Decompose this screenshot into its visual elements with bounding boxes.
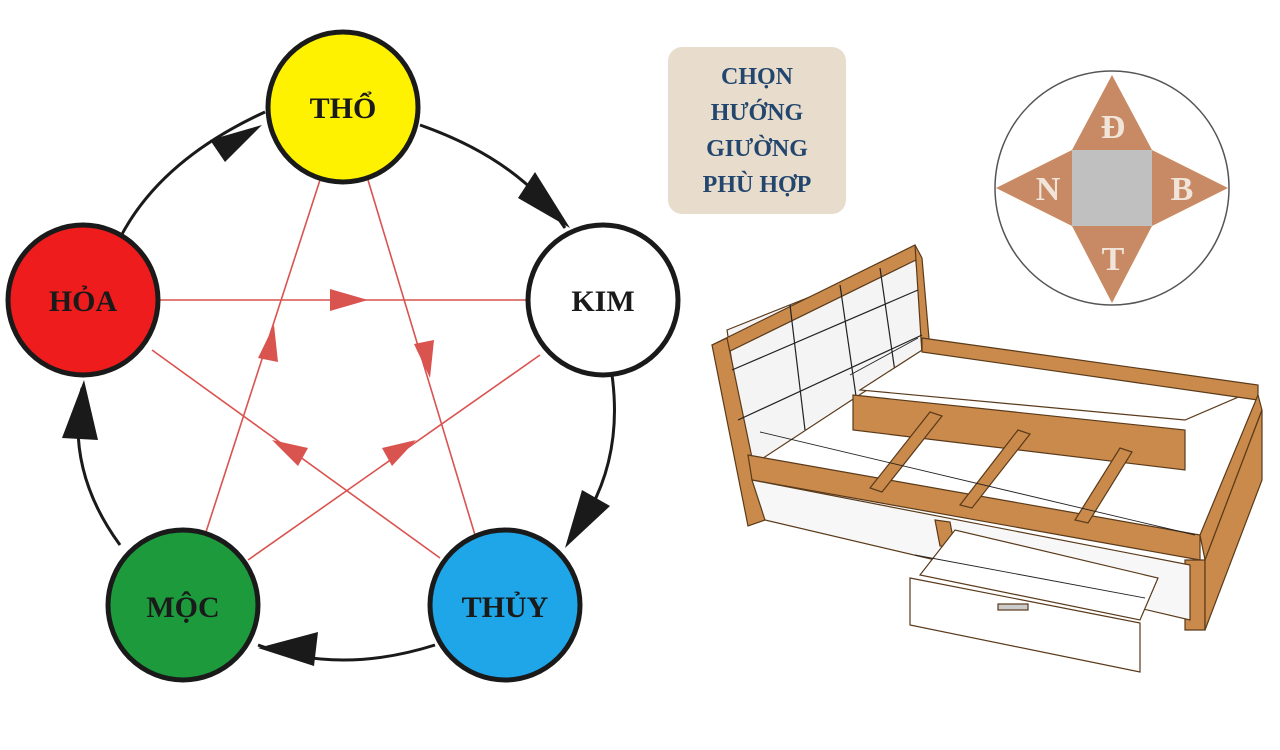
node-moc-label: MỘC [146, 591, 219, 624]
node-hoa-label: HỎA [49, 285, 118, 318]
five-elements-diagram: THỔ KIM THỦY MỘC HỎA [5, 29, 681, 683]
compass-letter-left: N [1036, 171, 1061, 208]
compass-center-square [1072, 150, 1152, 226]
bed-slats [868, 411, 1133, 524]
cycle-arc-hoa-to-tho [118, 110, 266, 239]
node-kim: KIM [525, 222, 681, 378]
generating-cycle-arrowheads [62, 125, 610, 666]
star-arrow-to-tho [258, 325, 278, 362]
bed-dimension-lines [759, 337, 1196, 599]
node-tho-label: THỔ [310, 91, 377, 125]
node-hoa-circle [5, 222, 161, 378]
compass-letter-bottom: T [1102, 241, 1125, 278]
star-arrow-to-moc [382, 440, 416, 466]
title-line-2: HƯỚNG [710, 99, 804, 126]
bed-headboard-grid [731, 267, 923, 431]
arrowhead-to-kim [518, 172, 570, 228]
node-moc: MỘC [105, 527, 261, 683]
title-line-1: CHỌN [721, 63, 793, 90]
title-line-3: GIƯỜNG [706, 135, 808, 162]
arrowhead-to-thuy [565, 490, 610, 548]
title-box: CHỌN HƯỚNG GIƯỜNG PHÙ HỢP [668, 47, 846, 214]
node-thuy: THỦY [427, 527, 583, 683]
node-tho: THỔ [265, 29, 421, 185]
overcoming-star-arrowheads [258, 289, 434, 466]
node-thuy-circle [427, 527, 583, 683]
node-moc-circle [105, 527, 261, 683]
overcoming-star [151, 179, 541, 561]
node-thuy-label: THỦY [462, 591, 549, 624]
compass: Đ T N B [994, 70, 1230, 306]
arrowhead-to-tho [210, 125, 262, 162]
node-kim-circle [525, 222, 681, 378]
bed-drawer-top [918, 529, 1159, 621]
compass-letter-right: B [1171, 171, 1194, 208]
arrowhead-to-hoa [62, 380, 98, 440]
bed-foot-post-right [1204, 409, 1263, 631]
bed-headboard-panel [726, 254, 929, 470]
node-tho-circle [265, 29, 421, 185]
arrowhead-to-moc [258, 632, 318, 666]
node-hoa: HỎA [5, 222, 161, 378]
compass-letter-top: Đ [1101, 109, 1126, 146]
node-kim-label: KIM [571, 285, 634, 318]
compass-point-right [1152, 150, 1228, 226]
bed-illustration [711, 244, 1263, 673]
star-arrow-to-kim [330, 289, 368, 311]
title-line-4: PHÙ HỢP [702, 171, 812, 198]
compass-point-bottom [1072, 226, 1152, 303]
compass-point-top [1072, 75, 1152, 150]
star-arrow-to-hoa [272, 440, 308, 466]
star-arrow-to-thuy [414, 340, 434, 378]
bed-drawer-front [909, 577, 1141, 673]
bed-drawer-handle [997, 603, 1029, 611]
compass-point-left [996, 150, 1072, 226]
